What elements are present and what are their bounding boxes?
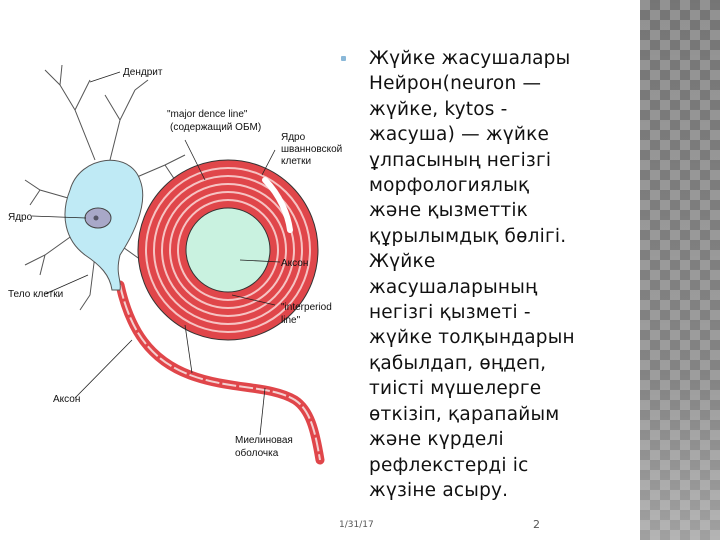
label-axon-left: Аксон [53, 394, 80, 405]
footer-date: 1/31/17 [339, 520, 374, 530]
label-schwann-1: Ядро [281, 132, 306, 143]
label-interperiod-2: line" [281, 315, 301, 326]
label-major-line-2: (содержащий ОБМ) [170, 122, 261, 133]
label-nucleus: Ядро [8, 212, 33, 223]
page-number: 2 [533, 518, 540, 531]
label-dendrite: Дендрит [123, 67, 163, 78]
label-schwann-2: шванновской [281, 144, 342, 155]
bullet-item-text: Жүйке жасушалары Нейрон(neuron — жүйке, … [369, 46, 631, 503]
decorative-pattern-strip [640, 0, 720, 540]
label-myelin-1: Миелиновая [235, 435, 293, 446]
label-major-line-1: "major dence line" [167, 109, 248, 120]
neuron-diagram: Дендрит "major dence line" (содержащий О… [0, 40, 345, 510]
label-axon-right: Аксон [281, 258, 308, 269]
myelin-cross-section [138, 160, 318, 340]
label-interperiod-1: "interperiod [281, 302, 332, 313]
label-myelin-2: оболочка [235, 447, 279, 459]
label-cell-body: Тело клетки [8, 289, 63, 300]
label-schwann-3: клетки [281, 156, 311, 167]
bullet-marker-icon [341, 56, 346, 61]
